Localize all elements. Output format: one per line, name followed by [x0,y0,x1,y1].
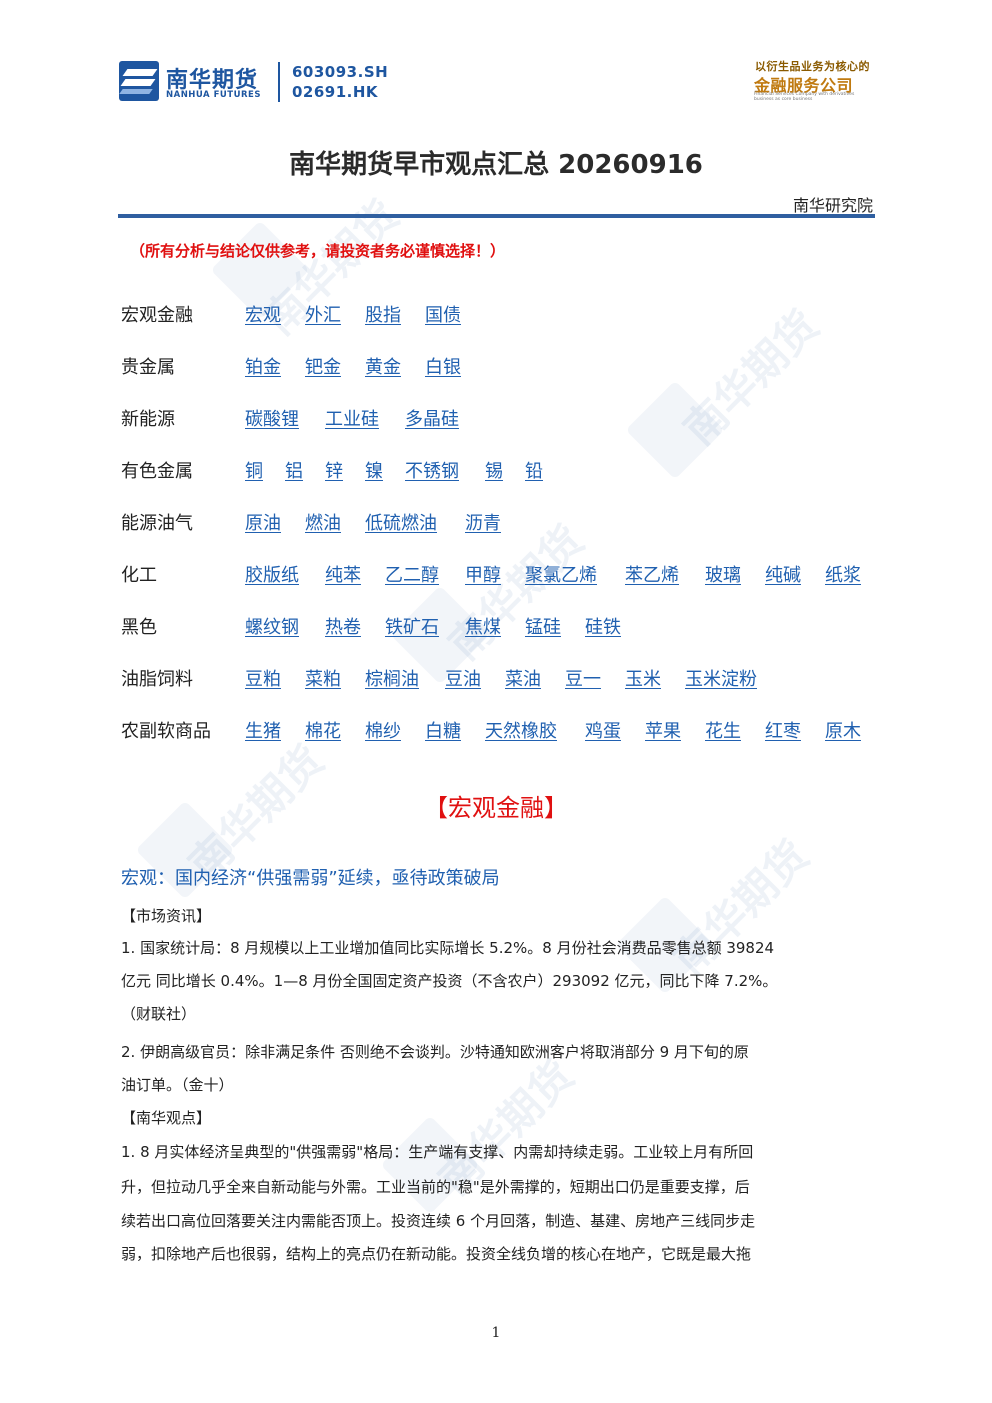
ticker-hk: 02691.HK [292,83,379,101]
market-news-line: （财联社） [121,1005,197,1023]
link-item[interactable]: 热卷 [325,617,361,638]
logo-divider [278,62,280,102]
link-item[interactable]: 生猪 [245,721,281,742]
section-subheading: 宏观：国内经济“供强需弱”延续，亟待政策破局 [121,868,500,889]
category-label: 化工 [121,565,157,586]
nanhua-view-line: 升，但拉动几乎全来自新动能与外需。工业当前的"稳"是外需撑的，短期出口仍是重要支… [121,1178,750,1196]
link-item[interactable]: 焦煤 [465,617,501,638]
link-item[interactable]: 玉米淀粉 [685,669,757,690]
category-label: 新能源 [121,409,175,430]
nanhua-view-line: 续若出口高位回落要关注内需能否顶上。投资连续 6 个月回落，制造、基建、房地产三… [121,1212,756,1230]
link-item[interactable]: 棉纱 [365,721,401,742]
link-item[interactable]: 沥青 [465,513,501,534]
link-item[interactable]: 螺纹钢 [245,617,299,638]
logo-name-cn: 南华期货 [166,68,259,93]
link-item[interactable]: 花生 [705,721,741,742]
link-item[interactable]: 菜粕 [305,669,341,690]
market-news-line: 1. 国家统计局：8 月规模以上工业增加值同比实际增长 5.2%。8 月份社会消… [121,939,775,957]
link-item[interactable]: 锰硅 [525,617,561,638]
link-item[interactable]: 黄金 [365,357,401,378]
link-item[interactable]: 甲醇 [465,565,501,586]
link-item[interactable]: 白糖 [425,721,461,742]
link-item[interactable]: 原木 [825,721,861,742]
link-item[interactable]: 国债 [425,305,461,326]
link-item[interactable]: 胶版纸 [245,565,299,586]
watermark-text: 南华期货 [674,300,828,455]
link-item[interactable]: 聚氯乙烯 [525,565,597,586]
link-item[interactable]: 碳酸锂 [245,409,299,430]
link-item[interactable]: 铜 [245,461,263,482]
link-item[interactable]: 菜油 [505,669,541,690]
watermark-logo [625,380,725,480]
link-item[interactable]: 燃油 [305,513,341,534]
link-item[interactable]: 股指 [365,305,401,326]
link-item[interactable]: 宏观 [245,305,281,326]
link-item[interactable]: 玉米 [625,669,661,690]
section-heading: 【宏观金融】 [424,794,568,822]
link-item[interactable]: 苯乙烯 [625,565,679,586]
category-label: 能源油气 [121,513,193,534]
watermark-text: 南华期货 [439,515,593,670]
link-item[interactable]: 铅 [525,461,543,482]
link-item[interactable]: 锌 [325,461,343,482]
link-item[interactable]: 纯碱 [765,565,801,586]
link-item[interactable]: 豆一 [565,669,601,690]
title-divider [118,214,875,218]
link-item[interactable]: 镍 [365,461,383,482]
nanhua-view-line: 1. 8 月实体经济呈典型的"供强需弱"格局：生产端有支撑、内需却持续走弱。工业… [121,1143,754,1161]
slogan-small: Financial Services Company with derivati… [754,92,855,102]
link-item[interactable]: 多晶硅 [405,409,459,430]
company-logo-icon [119,61,159,101]
link-item[interactable]: 纸浆 [825,565,861,586]
link-item[interactable]: 棉花 [305,721,341,742]
watermark-text: 南华期货 [664,830,818,985]
link-item[interactable]: 低硫燃油 [365,513,437,534]
slogan-main: 金融服务公司 [754,76,854,95]
department-label: 南华研究院 [792,196,873,215]
link-item[interactable]: 乙二醇 [385,565,439,586]
nanhua-view-line: 弱，扣除地产后也很弱，结构上的亮点仍在新动能。投资全线负增的核心在地产，它既是最… [121,1245,752,1263]
market-news-line: 亿元 同比增长 0.4%。1—8 月份全国固定资产投资（不含农户）293092 … [121,972,778,990]
link-item[interactable]: 不锈钢 [405,461,459,482]
market-news-line: 2. 伊朗高级官员：除非满足条件 否则绝不会谈判。沙特通知欧洲客户将取消部分 9… [121,1043,749,1061]
link-item[interactable]: 鸡蛋 [585,721,621,742]
link-item[interactable]: 原油 [245,513,281,534]
page-number: 1 [491,1325,501,1341]
link-item[interactable]: 红枣 [765,721,801,742]
category-label: 油脂饲料 [121,669,193,690]
link-item[interactable]: 棕榈油 [365,669,419,690]
link-item[interactable]: 豆粕 [245,669,281,690]
market-news-tag: 【市场资讯】 [121,907,212,925]
document-title: 南华期货早市观点汇总 20260916 [289,150,703,180]
category-label: 贵金属 [121,357,175,378]
link-item[interactable]: 锡 [485,461,503,482]
category-label: 宏观金融 [121,305,193,326]
logo-name-en: NANHUA FUTURES [166,90,261,100]
category-label: 黑色 [121,617,157,638]
link-item[interactable]: 铁矿石 [385,617,439,638]
link-item[interactable]: 苹果 [645,721,681,742]
disclaimer: （所有分析与结论仅供参考，请投资者务必谨慎选择！） [130,242,506,260]
link-item[interactable]: 外汇 [305,305,341,326]
link-item[interactable]: 白银 [425,357,461,378]
link-item[interactable]: 铝 [285,461,303,482]
watermark-logo [380,1115,480,1215]
link-item[interactable]: 钯金 [305,357,341,378]
link-item[interactable]: 豆油 [445,669,481,690]
nanhua-view-tag: 【南华观点】 [121,1109,212,1127]
link-item[interactable]: 铂金 [245,357,281,378]
category-label: 农副软商品 [121,721,211,742]
ticker-sh: 603093.SH [292,63,389,81]
link-item[interactable]: 天然橡胶 [485,721,557,742]
link-item[interactable]: 工业硅 [325,409,379,430]
category-label: 有色金属 [121,461,193,482]
link-item[interactable]: 纯苯 [325,565,361,586]
slogan-top: 以衍生品业务为核心的 [755,60,870,73]
link-item[interactable]: 硅铁 [585,617,621,638]
link-item[interactable]: 玻璃 [705,565,741,586]
market-news-line: 油订单。（金十） [121,1076,234,1094]
